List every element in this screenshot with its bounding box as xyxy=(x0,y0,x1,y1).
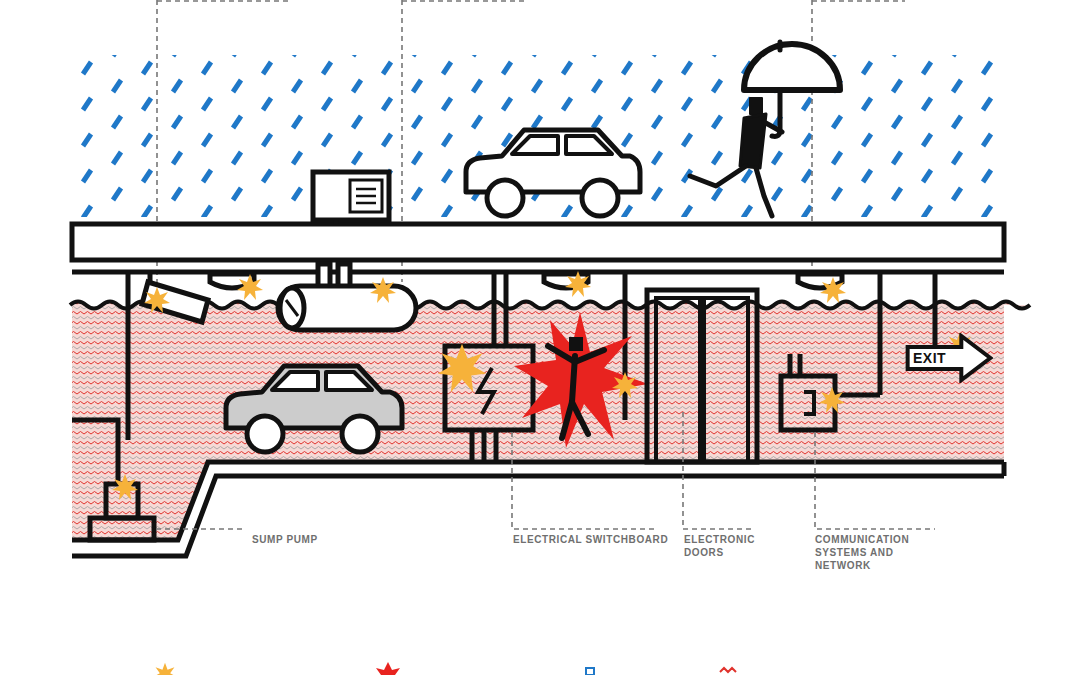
legend-symbols xyxy=(586,668,594,675)
car xyxy=(566,136,612,154)
rcbo-trip-spark xyxy=(565,271,591,297)
leader-line xyxy=(156,412,935,529)
electrocution-hazard xyxy=(548,346,575,362)
electrocution-hazard xyxy=(570,338,582,350)
communication-device xyxy=(781,354,835,430)
electronic-doors xyxy=(704,298,748,462)
electronic-doors xyxy=(656,298,700,462)
ceiling-services xyxy=(933,272,938,345)
electrical-switchboard xyxy=(492,272,497,345)
rcbo-trip-spark xyxy=(370,277,396,303)
person-with-umbrella xyxy=(778,42,783,50)
exit-sign: EXIT xyxy=(905,333,993,383)
submerged-car xyxy=(226,366,402,452)
part-label: COMMUNICATION SYSTEMS AND NETWORK xyxy=(813,533,929,572)
floor xyxy=(1002,462,1007,476)
communication-device xyxy=(788,354,793,376)
electronic-doors xyxy=(647,290,757,462)
part-label: ELECTRICAL SWITCHBOARD xyxy=(511,533,670,546)
rcbo-trip-spark xyxy=(237,274,263,300)
pipe-tank xyxy=(286,300,298,316)
floor xyxy=(72,420,118,484)
communication-device xyxy=(804,392,814,414)
submerged-car xyxy=(247,416,283,452)
submerged-car xyxy=(326,372,372,390)
road-slab xyxy=(72,224,1004,272)
generator xyxy=(356,195,376,198)
generator xyxy=(356,202,376,205)
ceiling-services xyxy=(128,272,935,440)
rcbo-trip-spark xyxy=(112,474,138,500)
water-surface xyxy=(70,302,1030,309)
electrical-switchboard xyxy=(478,368,494,414)
part-label: SUMP PUMP xyxy=(250,533,320,546)
generator xyxy=(313,172,389,220)
legend-symbols xyxy=(154,662,736,675)
legend-symbols xyxy=(376,662,400,675)
electrocution-hazard xyxy=(514,312,648,448)
rcbo-trip-spark xyxy=(820,277,846,303)
electrocution-hazard xyxy=(575,350,604,362)
person-with-umbrella xyxy=(744,44,840,90)
part-label: ELECTRONIC DOORS xyxy=(682,533,762,559)
car xyxy=(582,180,618,216)
generator xyxy=(350,180,382,212)
rain xyxy=(75,55,1005,217)
generator xyxy=(356,188,376,191)
leader-line xyxy=(156,528,246,530)
ceiling-services xyxy=(142,282,208,322)
leader-line xyxy=(402,0,525,2)
car xyxy=(512,136,558,154)
electrical-switchboard xyxy=(482,430,487,462)
electrocution-hazard xyxy=(514,312,648,448)
car xyxy=(466,130,640,216)
legend-symbols xyxy=(720,668,736,672)
person-with-umbrella xyxy=(690,42,840,216)
exit-text: EXIT xyxy=(913,350,946,366)
ceiling-services xyxy=(148,272,153,284)
leader-line xyxy=(512,432,655,529)
leader-line xyxy=(157,0,290,2)
leader-line xyxy=(683,412,752,529)
legend-symbols xyxy=(154,663,176,675)
leader-line xyxy=(815,432,935,529)
ceiling-services xyxy=(126,272,131,440)
rcbo-trip-spark xyxy=(112,271,973,500)
pipe-tank xyxy=(280,288,304,328)
rcbo-trip-spark xyxy=(612,372,638,398)
electrocution-hazard xyxy=(548,338,604,438)
electrical-switchboard xyxy=(504,272,509,345)
car xyxy=(487,180,523,216)
person-with-umbrella xyxy=(750,98,762,114)
electrocution-hazard xyxy=(562,402,572,438)
arrow-outline xyxy=(908,336,991,380)
flood-water xyxy=(70,302,1030,541)
person-with-umbrella xyxy=(756,168,772,216)
electronic-doors xyxy=(647,290,757,462)
rcbo-trip-spark xyxy=(438,344,486,392)
pipe-tank xyxy=(278,264,416,330)
electrical-switchboard xyxy=(470,430,475,462)
communication-device xyxy=(798,354,803,376)
person-with-umbrella xyxy=(764,122,782,132)
electrocution-hazard xyxy=(572,402,588,434)
person-with-umbrella xyxy=(690,166,746,186)
generator xyxy=(313,172,389,224)
rcbo-trip-spark xyxy=(144,287,170,313)
submerged-car xyxy=(342,416,378,452)
electrical-switchboard xyxy=(494,430,499,462)
leader-line xyxy=(812,0,905,2)
rcbo-trip-spark xyxy=(819,387,845,413)
generator xyxy=(334,220,339,224)
ceiling-services xyxy=(878,272,883,395)
sump-pump xyxy=(90,518,154,540)
road-slab xyxy=(72,224,1004,260)
submerged-car xyxy=(272,372,318,390)
